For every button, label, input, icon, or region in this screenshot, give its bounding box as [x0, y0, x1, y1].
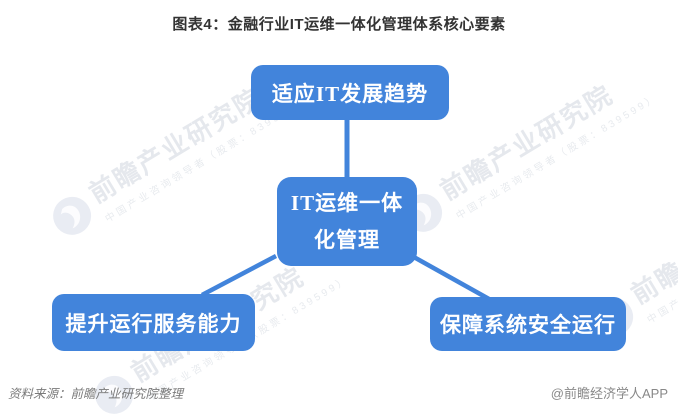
node-label: 保障系统安全运行	[440, 313, 616, 337]
qianzhan-logo-icon	[46, 190, 98, 242]
node-it-ops-integrated-management: IT运维一体 化管理	[277, 177, 417, 266]
node-label-line1: IT运维一体	[290, 190, 404, 215]
watermark: 前瞻产业研究院 中国产业咨询领导者（股票：839599）	[88, 261, 370, 415]
watermark: 前瞻产业研究院 中国产业咨询领导者（股票：839599）	[46, 82, 328, 244]
node-improve-service-capability: 提升运行服务能力	[52, 294, 255, 351]
node-label: 适应IT发展趋势	[271, 81, 429, 106]
qianzhan-logo-icon	[88, 369, 140, 415]
node-adapt-it-trend: 适应IT发展趋势	[251, 65, 449, 120]
app-credit: @前瞻经济学人APP	[550, 386, 668, 401]
node-label: 提升运行服务能力	[65, 311, 242, 336]
node-label-line2: 化管理	[314, 227, 380, 252]
connector-bottom-right	[410, 254, 491, 301]
node-ensure-system-security: 保障系统安全运行	[430, 297, 626, 351]
connector-bottom-left	[200, 254, 278, 297]
figure-title: 图表4：金融行业IT运维一体化管理体系核心要素	[172, 16, 506, 33]
data-source-note: 资料来源：前瞻产业研究院整理	[8, 387, 184, 401]
